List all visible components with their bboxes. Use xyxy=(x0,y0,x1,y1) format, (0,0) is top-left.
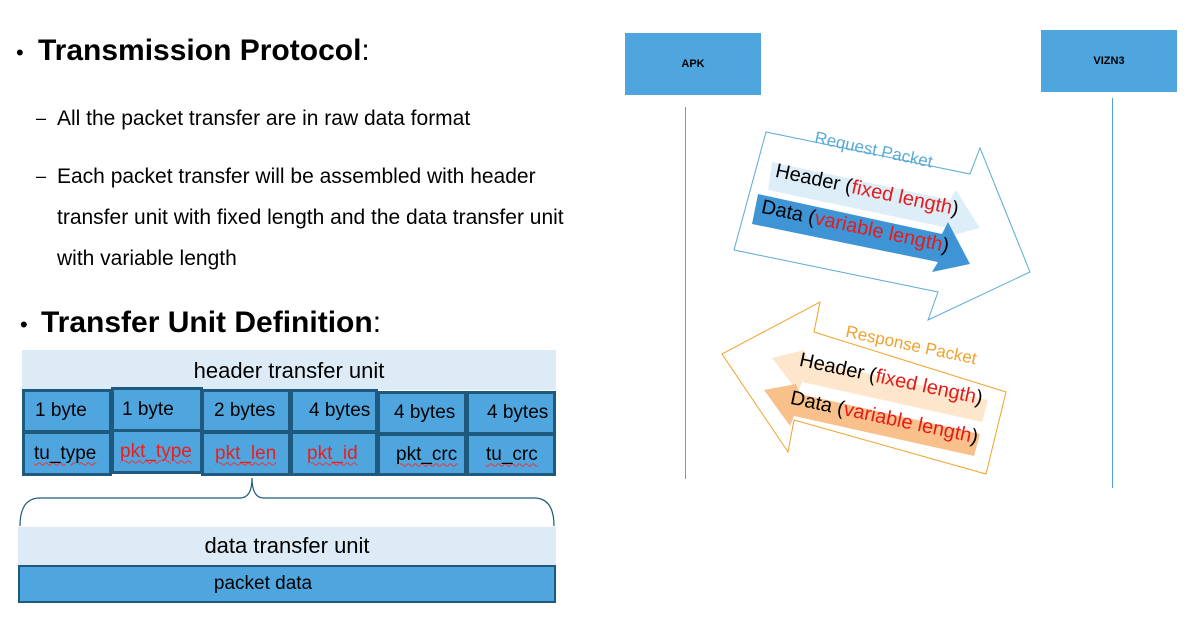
sub-item-assembled-line3: with variable length xyxy=(57,247,237,270)
field-cell-tu-type: tu_type xyxy=(22,431,112,476)
lifeline-apk xyxy=(685,107,686,479)
dash-marker: – xyxy=(36,166,47,186)
size-cell: 2 bytes xyxy=(201,389,291,433)
header-word: Header xyxy=(773,160,843,196)
data-transfer-unit-band: data transfer unit xyxy=(18,527,556,565)
field-name: tu_type xyxy=(34,442,97,464)
sub-item-raw-format: All the packet transfer are in raw data … xyxy=(57,107,471,130)
field-cell-pkt-type: pkt_type xyxy=(111,429,203,474)
bullet-dot: • xyxy=(16,40,24,65)
field-name: pkt_crc xyxy=(396,443,458,465)
section-title-text: Transmission Protocol xyxy=(38,34,362,67)
data-word: Data xyxy=(759,196,806,227)
field-cell-pkt-crc: pkt_crc xyxy=(377,433,467,476)
header-word: Header xyxy=(797,349,867,385)
section-title-colon: : xyxy=(361,34,370,67)
variable-length-text: variable length xyxy=(812,207,945,256)
request-data-line: Data (variable length) xyxy=(759,196,952,258)
variable-length-text: variable length xyxy=(841,398,974,447)
field-name: pkt_len xyxy=(215,442,277,464)
section-title-colon: : xyxy=(372,306,382,339)
size-cell: 1 byte xyxy=(22,389,112,433)
lifeline-box-apk: APK xyxy=(625,33,761,95)
field-cell-tu-crc: tu_crc xyxy=(466,433,556,476)
brace-connector xyxy=(19,477,555,527)
size-cell: 4 bytes xyxy=(377,391,467,435)
section-title-text: Transfer Unit Definition xyxy=(41,306,373,339)
packet-data-cell: packet data xyxy=(18,565,556,603)
size-cell: 1 byte xyxy=(111,387,203,429)
field-name: pkt_id xyxy=(307,442,358,464)
dash-marker: – xyxy=(36,108,47,128)
request-arrow xyxy=(733,131,1031,321)
sub-item-assembled-line1: Each packet transfer will be assembled w… xyxy=(57,165,536,188)
field-cell-pkt-len: pkt_len xyxy=(201,431,291,476)
response-arrow xyxy=(721,301,1007,475)
lifeline-box-vizn3: VIZN3 xyxy=(1041,30,1177,92)
section-title-transmission: Transmission Protocol: xyxy=(38,34,370,68)
response-data-line: Data (variable length) xyxy=(788,387,981,449)
data-word: Data xyxy=(788,387,835,418)
size-cell: 4 bytes xyxy=(466,391,556,435)
field-name: pkt_type xyxy=(120,440,192,462)
bullet-dot: • xyxy=(20,312,28,337)
size-cell: 4 bytes xyxy=(290,389,378,433)
sub-item-assembled-line2: transfer unit with fixed length and the … xyxy=(57,206,564,229)
field-name: tu_crc xyxy=(486,443,538,465)
section-title-transfer-unit: Transfer Unit Definition: xyxy=(41,306,381,340)
lifeline-vizn3 xyxy=(1112,98,1113,488)
field-cell-pkt-id: pkt_id xyxy=(290,431,378,476)
header-transfer-unit-band: header transfer unit xyxy=(22,350,556,390)
